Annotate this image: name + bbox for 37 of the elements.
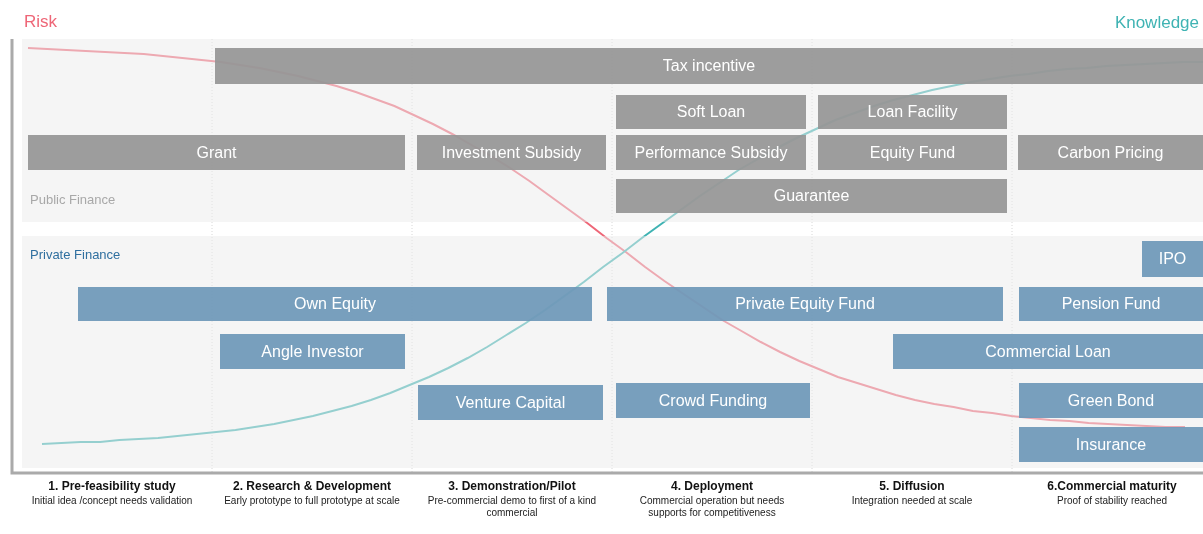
stage-title: 4. Deployment <box>670 479 754 493</box>
axis-title: Knowledge <box>1114 13 1199 33</box>
instrument-bar: Own Equity <box>78 287 592 321</box>
stage-title: 3. Demonstration/Pilot <box>447 479 577 493</box>
instrument-bar: Equity Fund <box>818 135 1007 170</box>
instrument-bar: IPO <box>1142 241 1203 277</box>
stage-title: 5. Diffusion <box>878 479 946 493</box>
stage-description: Proof of stability reached <box>1055 495 1169 507</box>
instrument-bar: Loan Facility <box>818 95 1007 129</box>
instrument-bar: Guarantee <box>616 179 1007 213</box>
instrument-bar: Commercial Loan <box>893 334 1203 369</box>
stage-title: 6.Commercial maturity <box>1046 479 1178 493</box>
instrument-bar: Investment Subsidy <box>417 135 606 170</box>
instrument-bar: Angle Investor <box>220 334 405 369</box>
band-title: Public Finance <box>30 192 116 207</box>
instrument-bar: Insurance <box>1019 427 1203 462</box>
instrument-bar: Crowd Funding <box>616 383 810 418</box>
instrument-bar: Green Bond <box>1019 383 1203 418</box>
stage-description: Early prototype to full prototype at scale <box>224 495 400 507</box>
instrument-bar: Grant <box>28 135 405 170</box>
instrument-bar: Carbon Pricing <box>1018 135 1203 170</box>
stage-title: 2. Research & Development <box>231 479 393 493</box>
instrument-bar: Tax incentive <box>215 48 1203 84</box>
instrument-bar: Pension Fund <box>1019 287 1203 321</box>
stage-description: Pre-commercial demo to first of a kind commercial <box>426 495 598 519</box>
instrument-bar: Private Equity Fund <box>607 287 1003 321</box>
instrument-bar: Venture Capital <box>418 385 603 420</box>
axis-title: Risk <box>24 12 58 32</box>
finance-band <box>22 236 1203 468</box>
stage-description: Integration needed at scale <box>850 495 974 507</box>
stage-title: 1. Pre-feasibility study <box>47 479 177 493</box>
finance-band <box>22 39 1203 222</box>
instrument-bar: Soft Loan <box>616 95 806 129</box>
instrument-bar: Performance Subsidy <box>616 135 806 170</box>
stage-description: Initial idea /concept needs validation <box>30 495 194 507</box>
stage-description: Commercial operation but needs supports for competitiveness <box>638 495 786 519</box>
band-title: Private Finance <box>30 247 121 262</box>
